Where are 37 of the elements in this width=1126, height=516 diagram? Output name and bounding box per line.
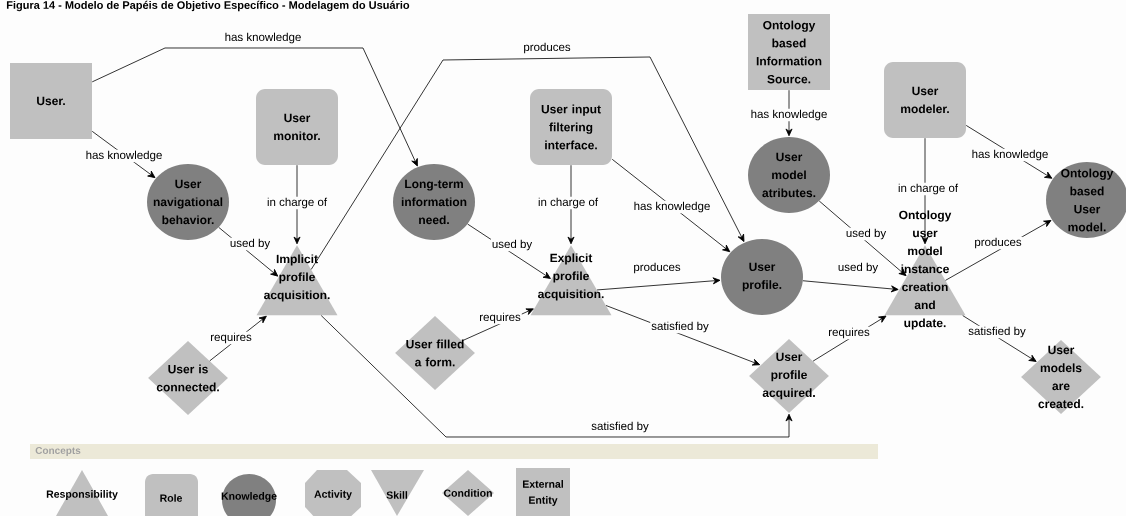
role-box: User monitor. (256, 89, 338, 165)
legend-label: External Entity (523, 480, 563, 506)
responsibility-triangle: Explicit profile acquisition. (530, 245, 612, 316)
title: Figura 14 - Modelo de Papéis de Objetivo Específico - Modelagem do Usuário (6, 0, 410, 12)
legend-label: Activity (314, 490, 352, 500)
arrow (91, 130, 156, 179)
arrow (310, 56, 745, 270)
arrow (812, 315, 887, 362)
arrow (596, 277, 721, 291)
role-box: User modeler. (884, 62, 966, 138)
arrow (567, 164, 575, 245)
arrow (921, 137, 929, 245)
role-box: User input filtering interface. (530, 89, 612, 165)
arrow (218, 227, 279, 277)
node-label: Ontology (899, 210, 952, 222)
arrow (945, 220, 1052, 281)
arrow (785, 89, 793, 137)
arrow (962, 315, 1037, 362)
arrow (611, 158, 731, 253)
legend-label: Role (160, 494, 182, 502)
arrow (802, 280, 899, 293)
arrow (605, 305, 761, 366)
arrow (965, 125, 1053, 179)
arrow (818, 200, 907, 277)
node-label: update. (904, 318, 946, 330)
external-entity-box: Ontology based Information Source. (748, 14, 830, 90)
legend-label: Skill (386, 491, 408, 499)
legend-label: Condition (443, 489, 492, 497)
arrow (293, 164, 301, 245)
node-label: user (913, 230, 938, 238)
arrow (467, 223, 551, 279)
arrow (461, 308, 534, 342)
arrow (320, 315, 793, 438)
legend-label: Responsibility (46, 490, 118, 500)
arrow (91, 47, 418, 167)
external-entity-box: User. (10, 63, 92, 139)
arrow (209, 315, 267, 362)
